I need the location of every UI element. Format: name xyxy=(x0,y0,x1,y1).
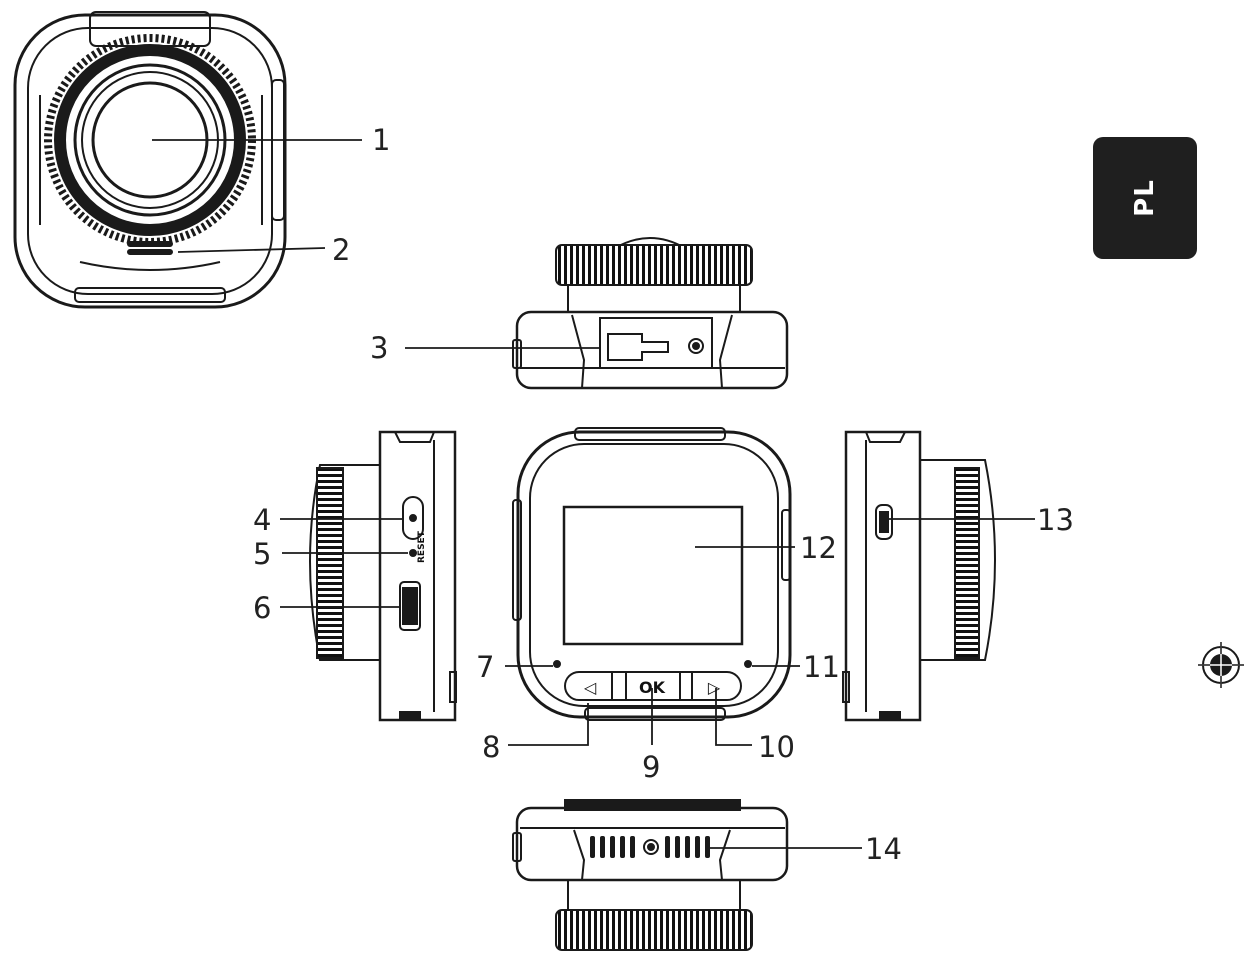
reset-label: RESET xyxy=(417,530,427,563)
callout-14: 14 xyxy=(865,832,902,866)
left-side-view xyxy=(309,430,457,722)
callout-10: 10 xyxy=(758,730,795,764)
top-view xyxy=(512,237,789,390)
callout-13: 13 xyxy=(1037,503,1074,537)
callout-8: 8 xyxy=(482,730,500,764)
callout-2: 2 xyxy=(332,233,350,267)
language-tab-label: PL xyxy=(1130,179,1160,217)
callout-6: 6 xyxy=(253,591,271,625)
right-button-icon: ▷ xyxy=(708,678,721,697)
crosshair-target-icon xyxy=(1198,642,1244,688)
right-side-view xyxy=(842,430,996,722)
rear-view xyxy=(512,427,792,721)
ok-button-label: OK xyxy=(639,678,666,697)
front-view xyxy=(13,11,287,309)
callout-7: 7 xyxy=(476,650,494,684)
callout-4: 4 xyxy=(253,503,271,537)
lcd-screen xyxy=(562,505,744,646)
callout-11: 11 xyxy=(803,650,840,684)
bottom-view xyxy=(512,799,789,951)
callout-9: 9 xyxy=(642,750,660,784)
callout-1: 1 xyxy=(372,123,390,157)
callout-5: 5 xyxy=(253,537,271,571)
callout-3: 3 xyxy=(370,331,388,365)
leader-lines xyxy=(152,139,1035,849)
language-tab: PL xyxy=(1093,137,1197,259)
callout-12: 12 xyxy=(800,531,837,565)
left-button-icon: ◁ xyxy=(583,678,597,697)
